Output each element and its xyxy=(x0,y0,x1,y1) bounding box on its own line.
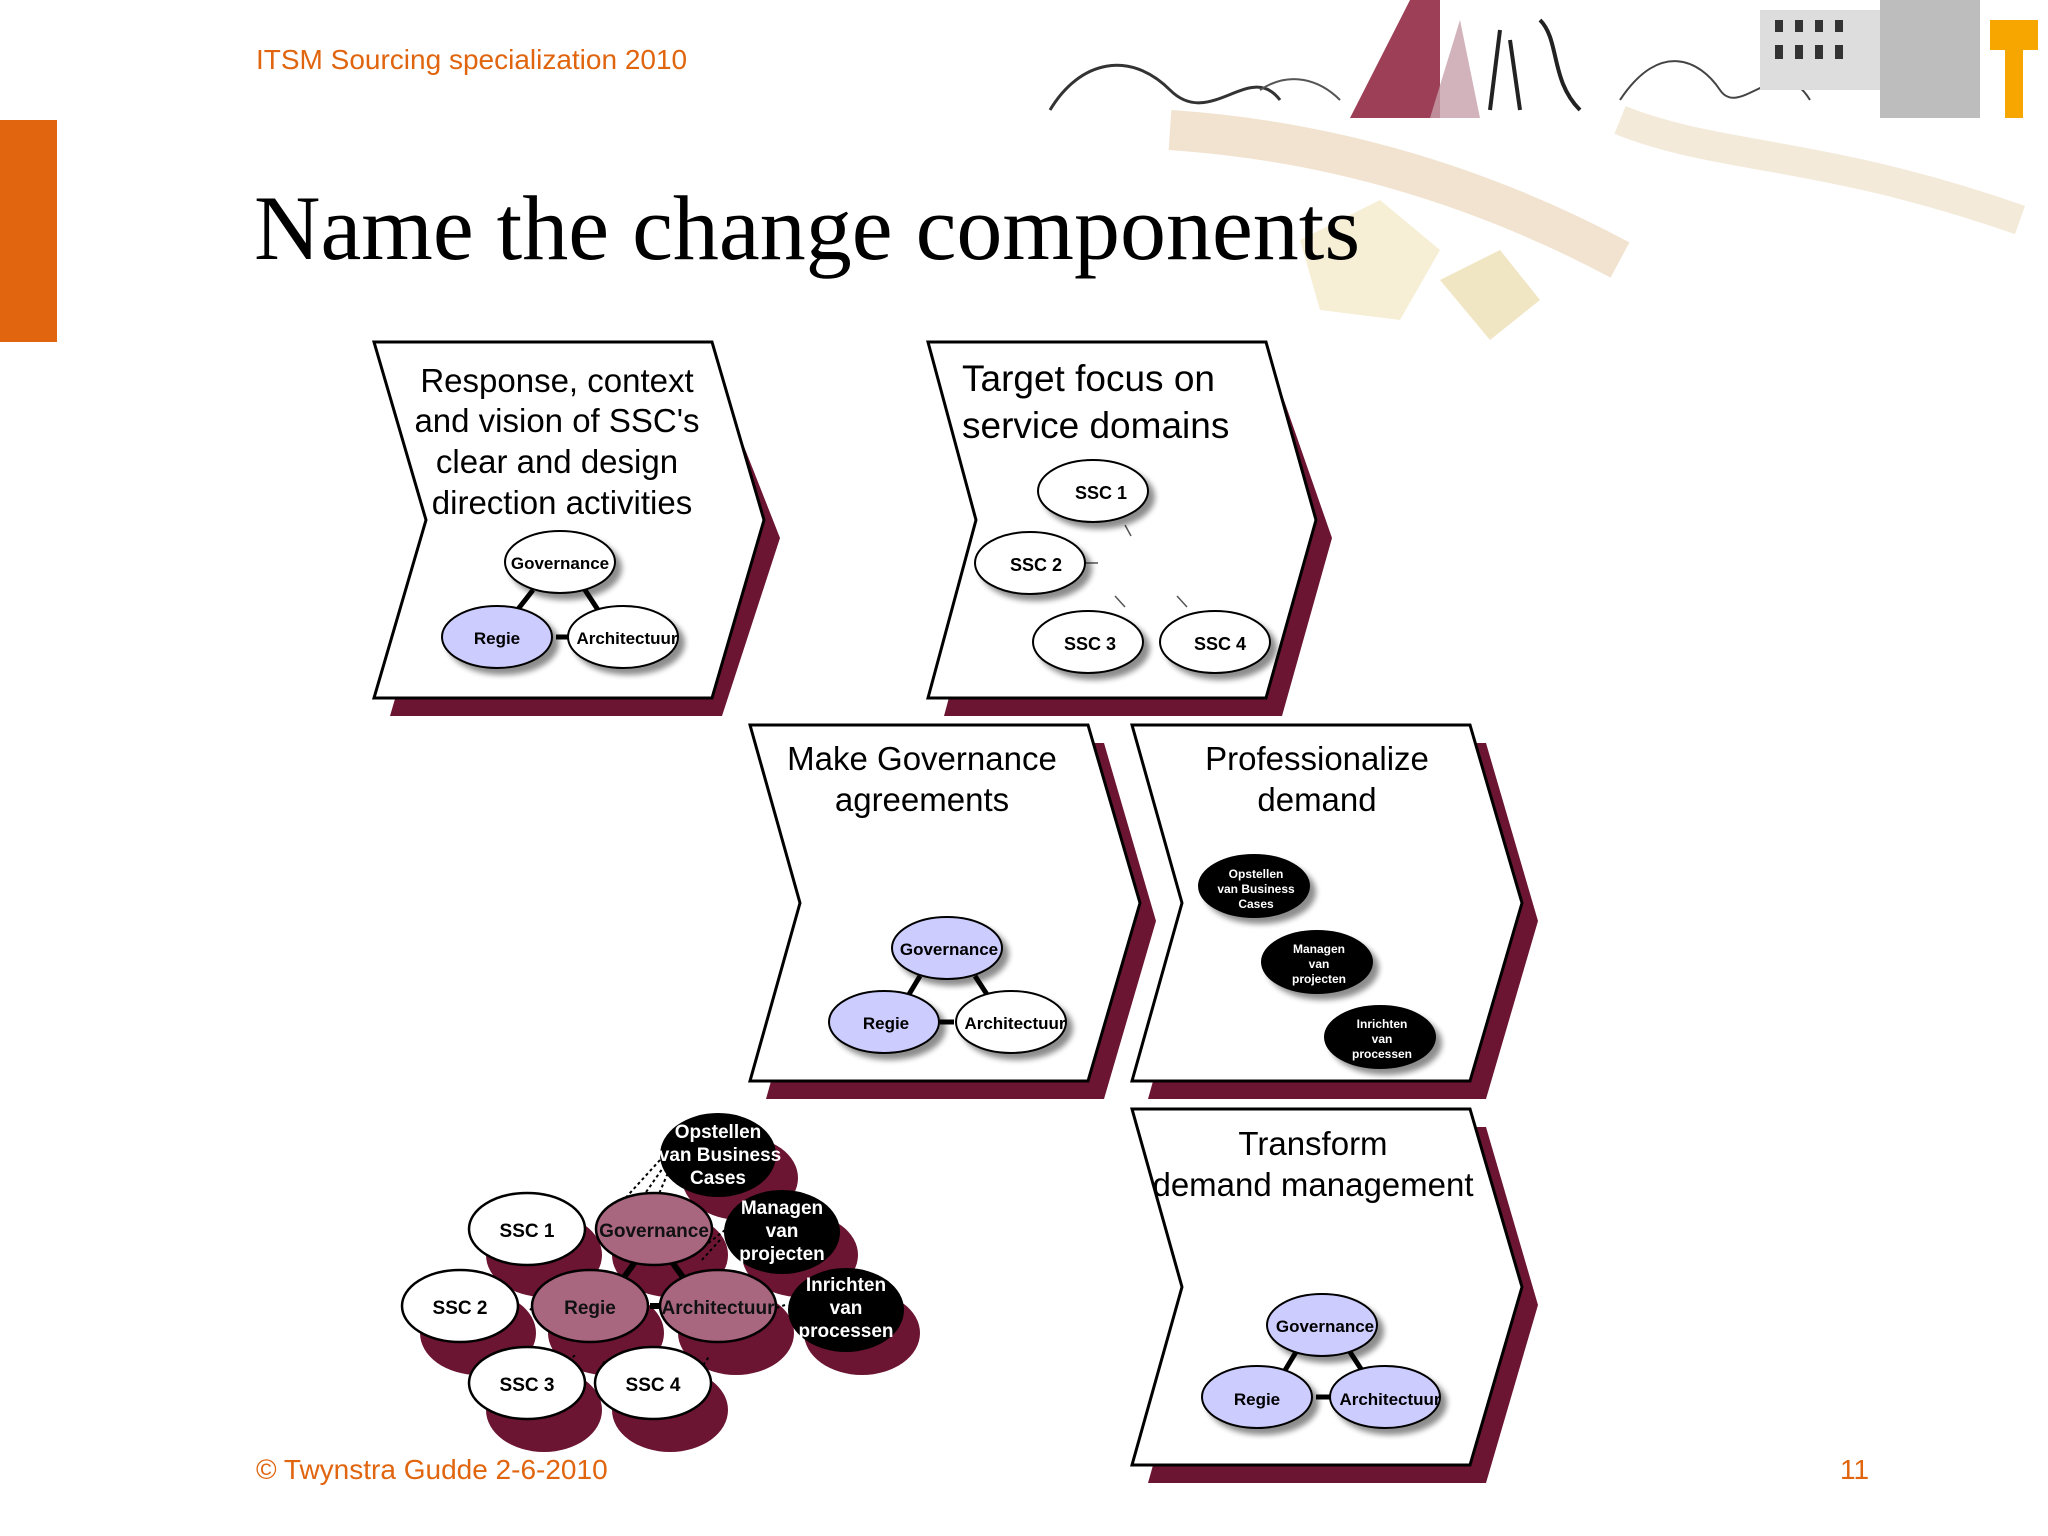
chevron-professionalize-demand: Professionalize demand Opstellen van Bus… xyxy=(1130,723,1538,1099)
cluster-managen-line: van xyxy=(766,1221,799,1242)
chevron-title-line: agreements xyxy=(835,781,1009,818)
node-ssc-1: SSC 1 xyxy=(1037,459,1149,523)
node-ssc-2: SSC 2 xyxy=(974,531,1086,595)
chevron-target-focus: Target focus on service domains SSC 1 SS… xyxy=(926,340,1332,716)
chevron-title-line: demand management xyxy=(1152,1166,1473,1203)
cluster-regie: Regie xyxy=(564,1298,616,1319)
cluster-managen-line: projecten xyxy=(739,1244,825,1265)
svg-text:SSC 1: SSC 1 xyxy=(1075,483,1127,503)
node-governance: Governance xyxy=(504,530,616,594)
node-inrichten: Inrichten van processen xyxy=(1324,1005,1436,1069)
cluster-ssc-3: SSC 3 xyxy=(500,1375,555,1396)
chevron-body xyxy=(1130,1107,1524,1467)
orange-accent-bar xyxy=(0,120,57,342)
cluster-ssc-2: SSC 2 xyxy=(433,1298,488,1319)
svg-text:Opstellen: Opstellen xyxy=(1229,867,1284,881)
chevron-title-line: demand xyxy=(1257,781,1376,818)
svg-text:Regie: Regie xyxy=(863,1014,909,1033)
svg-text:Architectuur: Architectuur xyxy=(576,629,677,648)
cluster-ssc-1: SSC 1 xyxy=(500,1221,555,1242)
node-regie: Regie xyxy=(828,990,940,1054)
svg-text:Governance: Governance xyxy=(1276,1317,1374,1336)
chevron-title-line: and vision of SSC's xyxy=(414,402,699,439)
svg-text:van Business: van Business xyxy=(1217,882,1295,896)
chevron-body xyxy=(748,723,1142,1083)
cluster-architectuur: Architectuur xyxy=(662,1298,776,1319)
chevron-title-line: Transform xyxy=(1238,1125,1387,1162)
header-subtitle: ITSM Sourcing specialization 2010 xyxy=(256,44,688,75)
cluster-ssc-4: SSC 4 xyxy=(626,1375,681,1396)
svg-text:Governance: Governance xyxy=(511,554,609,573)
node-governance: Governance xyxy=(891,916,1003,980)
node-ssc-4: SSC 4 xyxy=(1159,610,1271,674)
svg-text:Inrichten: Inrichten xyxy=(1357,1017,1408,1031)
svg-text:SSC 2: SSC 2 xyxy=(1010,555,1062,575)
node-regie: Regie xyxy=(441,605,553,669)
node-opstellen: Opstellen van Business Cases xyxy=(1198,854,1310,918)
node-ssc-3: SSC 3 xyxy=(1032,610,1144,674)
svg-text:Architectuur: Architectuur xyxy=(964,1014,1065,1033)
svg-text:SSC 3: SSC 3 xyxy=(1064,634,1116,654)
svg-text:van: van xyxy=(1309,957,1330,971)
cluster-opstellen-line: Cases xyxy=(690,1168,746,1189)
chevron-title-line: Professionalize xyxy=(1205,740,1429,777)
chevron-title-line: Target focus on xyxy=(962,358,1215,399)
node-architectuur: Architectuur xyxy=(1329,1365,1441,1429)
page-number: 11 xyxy=(1840,1454,1870,1485)
svg-text:Cases: Cases xyxy=(1238,897,1274,911)
cluster-opstellen-line: van Business xyxy=(659,1145,782,1166)
footer-copyright: © Twynstra Gudde 2-6-2010 xyxy=(256,1454,608,1485)
slide-title: Name the change components xyxy=(254,177,1361,279)
chevron-make-governance: Make Governance agreements Governance Re… xyxy=(748,723,1156,1099)
cluster-inrichten-line: processen xyxy=(798,1321,893,1342)
chevron-title-line: Response, context xyxy=(420,362,693,399)
svg-text:processen: processen xyxy=(1352,1047,1412,1061)
svg-text:Governance: Governance xyxy=(900,940,998,959)
svg-text:SSC 4: SSC 4 xyxy=(1194,634,1246,654)
cluster-opstellen-line: Opstellen xyxy=(675,1122,762,1143)
svg-text:Regie: Regie xyxy=(1234,1390,1280,1409)
svg-text:Regie: Regie xyxy=(474,629,520,648)
node-regie: Regie xyxy=(1201,1365,1313,1429)
node-managen: Managen van projecten xyxy=(1261,930,1373,994)
svg-text:van: van xyxy=(1372,1032,1393,1046)
chevron-title-line: Make Governance xyxy=(787,740,1057,777)
chevron-response-context: Response, context and vision of SSC's cl… xyxy=(371,340,780,716)
svg-text:projecten: projecten xyxy=(1292,972,1346,986)
svg-text:Architectuur: Architectuur xyxy=(1339,1390,1440,1409)
chevron-title-line: service domains xyxy=(962,405,1229,446)
cluster-inrichten-line: van xyxy=(830,1298,863,1319)
chevron-body xyxy=(926,340,1318,700)
chevron-title-line: clear and design xyxy=(436,443,678,480)
sketch-banner-illustration xyxy=(1020,0,2048,340)
node-governance: Governance xyxy=(1266,1293,1378,1357)
cluster-managen-line: Managen xyxy=(741,1198,823,1219)
chevron-body xyxy=(1130,723,1524,1083)
chevron-transform-demand: Transform demand management Governance R… xyxy=(1130,1107,1538,1483)
svg-text:Managen: Managen xyxy=(1293,942,1345,956)
combined-cluster: Opstellen van Business Cases Managen van… xyxy=(400,1113,920,1452)
chevron-title-line: direction activities xyxy=(432,484,692,521)
cluster-governance: Governance xyxy=(599,1221,709,1242)
cluster-inrichten-line: Inrichten xyxy=(806,1275,886,1296)
node-architectuur: Architectuur xyxy=(955,990,1067,1054)
node-architectuur: Architectuur xyxy=(567,605,679,669)
